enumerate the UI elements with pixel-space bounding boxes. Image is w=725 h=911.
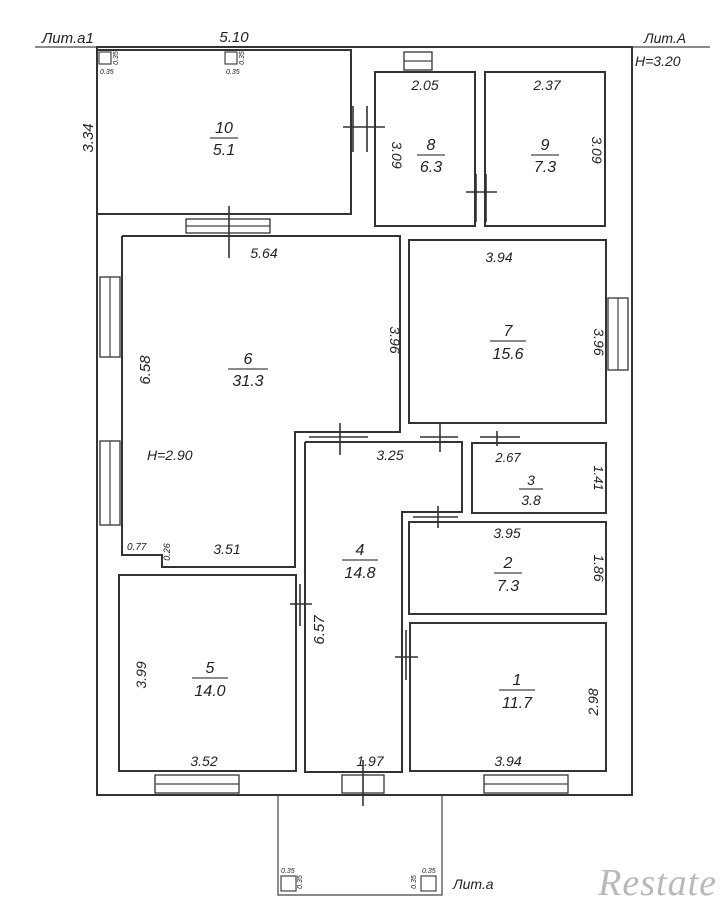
room-4-outline: [304, 441, 463, 773]
room-9-outline: [484, 71, 606, 227]
dim-1-97: 1.97: [356, 753, 384, 769]
room-2-outline: [408, 521, 607, 615]
dim-3-51: 3.51: [213, 541, 240, 557]
dim-6-58: 6.58: [137, 355, 154, 385]
column-top-left: [98, 51, 112, 65]
room-6-number: 6: [244, 351, 253, 368]
outer-wall: [96, 46, 633, 796]
room-labels: 10 5.1 8 6.3 9 7.3 6 31.3 7 15.6 3 3.8 4…: [192, 120, 559, 712]
room-1-area: 11.7: [502, 695, 533, 712]
dim-0-26: 0.26: [162, 543, 172, 561]
dim-3-34: 3.34: [80, 123, 97, 152]
height-main-label: H=3.20: [635, 53, 681, 69]
dim-3-52: 3.52: [190, 753, 217, 769]
restate-watermark: Restate: [598, 862, 717, 904]
dim-3-95: 3.95: [493, 525, 520, 541]
lit-A-label: Лит.А: [643, 30, 686, 46]
room-10-outline: [96, 49, 352, 215]
room-3-number: 3: [527, 472, 535, 488]
column-top-mid: [224, 51, 238, 65]
dimension-labels: 5.10 3.34 2.05 3.09 2.37 3.09 5.64 6.58 …: [80, 29, 607, 889]
dim-0-35-g: 0.35: [422, 868, 436, 875]
dim-0-77: 0.77: [127, 542, 147, 553]
room-4-number: 4: [356, 542, 365, 559]
room-2-number: 2: [503, 555, 513, 572]
porch-post-left: [280, 875, 297, 892]
room-8-area: 6.3: [420, 159, 442, 176]
room-4-area: 14.8: [344, 565, 375, 582]
room-10-number: 10: [215, 120, 233, 137]
room-7-area: 15.6: [492, 346, 523, 363]
porch-outline: [277, 795, 443, 896]
dim-3-96-b: 3.96: [591, 328, 607, 355]
dim-3-99: 3.99: [133, 661, 149, 688]
room-3-area: 3.8: [521, 492, 541, 508]
dim-2-67: 2.67: [494, 450, 521, 465]
room-5-outline: [118, 574, 297, 772]
dim-3-09-b: 3.09: [589, 136, 605, 163]
room-8-number: 8: [427, 137, 436, 154]
dim-0-35-f: 0.35: [297, 875, 304, 889]
dim-1-86: 1.86: [591, 554, 607, 581]
porch-post-right: [420, 875, 437, 892]
dim-2-37: 2.37: [532, 77, 561, 93]
door-marks: [228, 106, 520, 806]
dim-5-10: 5.10: [219, 29, 249, 46]
dim-3-94-b: 3.94: [494, 753, 521, 769]
dim-6-57: 6.57: [311, 615, 328, 645]
room-2-area: 7.3: [497, 578, 519, 595]
dim-3-94-a: 3.94: [485, 249, 512, 265]
room-5-area: 14.0: [194, 683, 225, 700]
dim-0-35-b: 0.35: [113, 51, 120, 65]
room-9-area: 7.3: [534, 159, 556, 176]
room-1-number: 1: [513, 672, 522, 689]
room-7-outline: [408, 239, 607, 424]
height-inner-label: H=2.90: [147, 447, 193, 463]
dim-0-35-h: 0.35: [411, 875, 418, 889]
dim-0-35-c: 0.35: [226, 69, 240, 76]
room-1-outline: [409, 622, 607, 772]
dim-2-05: 2.05: [410, 77, 438, 93]
dim-0-35-a: 0.35: [100, 69, 114, 76]
dim-0-35-d: 0.35: [239, 51, 246, 65]
dim-5-64: 5.64: [250, 245, 277, 261]
dim-2-98: 2.98: [585, 688, 601, 716]
lit-a-label: Лит.а: [452, 876, 494, 892]
dim-3-25: 3.25: [376, 447, 403, 463]
room-8-outline: [374, 71, 476, 227]
dim-3-96-a: 3.96: [387, 326, 403, 353]
room-6-outline: [121, 235, 401, 568]
room-3-outline: [471, 442, 607, 514]
room-5-number: 5: [206, 660, 215, 677]
room-9-number: 9: [541, 137, 550, 154]
room-6-area: 31.3: [232, 373, 263, 390]
dim-1-41: 1.41: [591, 465, 606, 490]
dim-3-09-a: 3.09: [389, 141, 405, 168]
dim-0-35-e: 0.35: [281, 868, 295, 875]
room-7-number: 7: [504, 323, 514, 340]
lit-a1-label: Лит.а1: [41, 30, 94, 47]
room-10-area: 5.1: [213, 142, 235, 159]
